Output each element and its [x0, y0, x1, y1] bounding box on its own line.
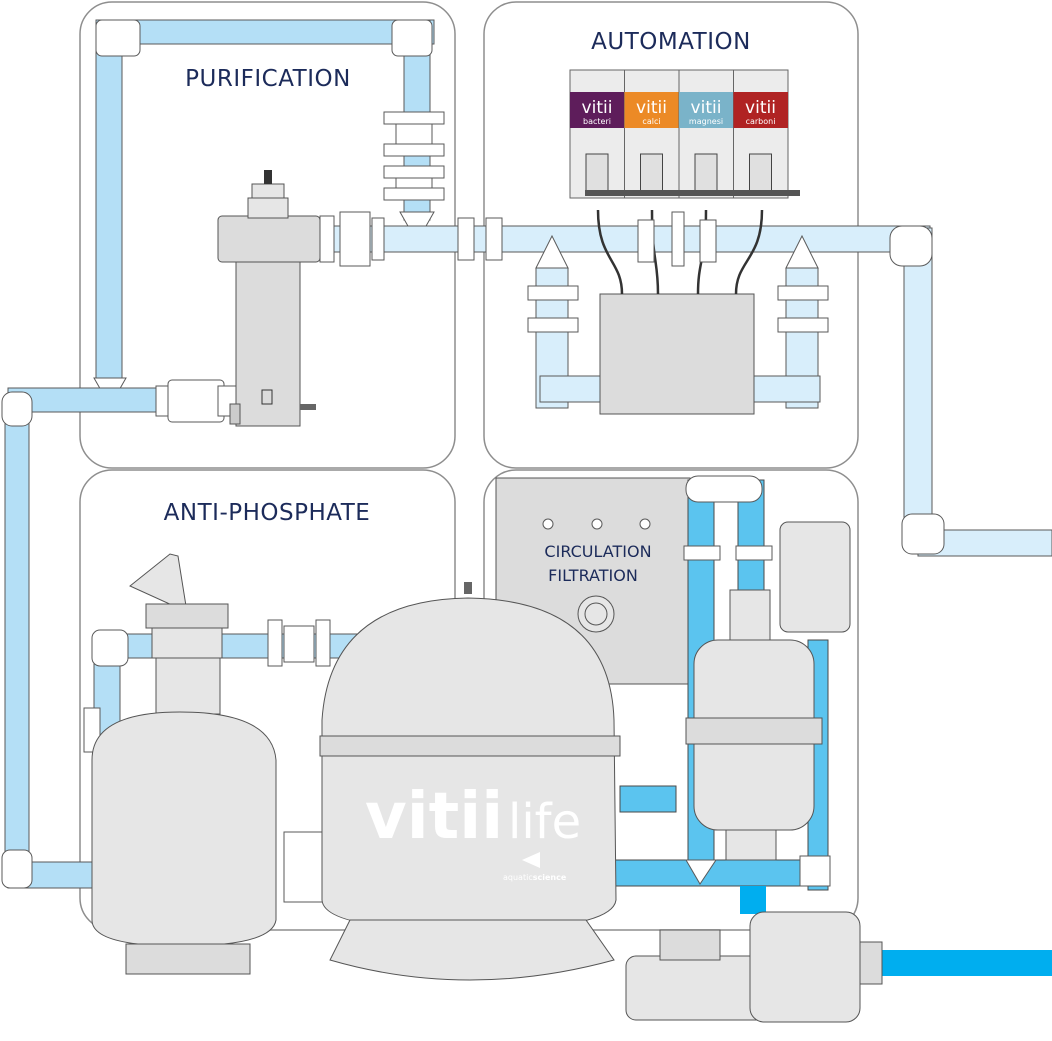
container-brand: vitii [691, 98, 722, 118]
aquatic-science-logo-icon [522, 852, 540, 868]
container-name: magnesi [689, 117, 723, 126]
container-name: carboni [746, 117, 776, 126]
reactor [685, 521, 851, 861]
filtration-label: FILTRATION [548, 566, 638, 585]
label-bacteri [570, 92, 625, 128]
purification-pipework [1, 19, 931, 871]
label-calci [624, 92, 679, 128]
purification-title: PURIFICATION [185, 66, 351, 92]
container-name: bacteri [583, 117, 611, 126]
company-bold: science [533, 873, 567, 882]
automation-title: AUTOMATION [591, 29, 751, 55]
dosing-valve [749, 153, 772, 195]
phosphate-reactor [91, 553, 277, 975]
container-brand: vitii [745, 98, 776, 118]
container-brand: vitii [582, 98, 613, 118]
circulation-label: CIRCULATION [544, 542, 651, 561]
company-light: aquatic [503, 873, 533, 882]
circulation-pump[interactable] [625, 911, 883, 1023]
container-name: calci [642, 117, 660, 126]
dosing-unit: vitiibacterivitiicalcivitiimagnesivitiic… [527, 69, 1052, 557]
container-brand: vitii [636, 98, 667, 118]
label-magnesi [679, 92, 734, 128]
svg-text:aquaticscience: aquaticscience [503, 873, 567, 882]
label-carboni [733, 92, 788, 128]
uv-steriliser[interactable] [217, 170, 321, 427]
filter-logo-suffix: life [508, 794, 581, 850]
dosing-valve [694, 153, 718, 195]
vitiilife-sand-filter: vitii life aquaticscience [319, 582, 621, 981]
filter-logo-brand: vitii [365, 780, 503, 854]
anti-phosphate-title: ANTI-PHOSPHATE [164, 500, 371, 526]
dosing-valve [585, 153, 609, 195]
dosing-valve [640, 153, 663, 195]
